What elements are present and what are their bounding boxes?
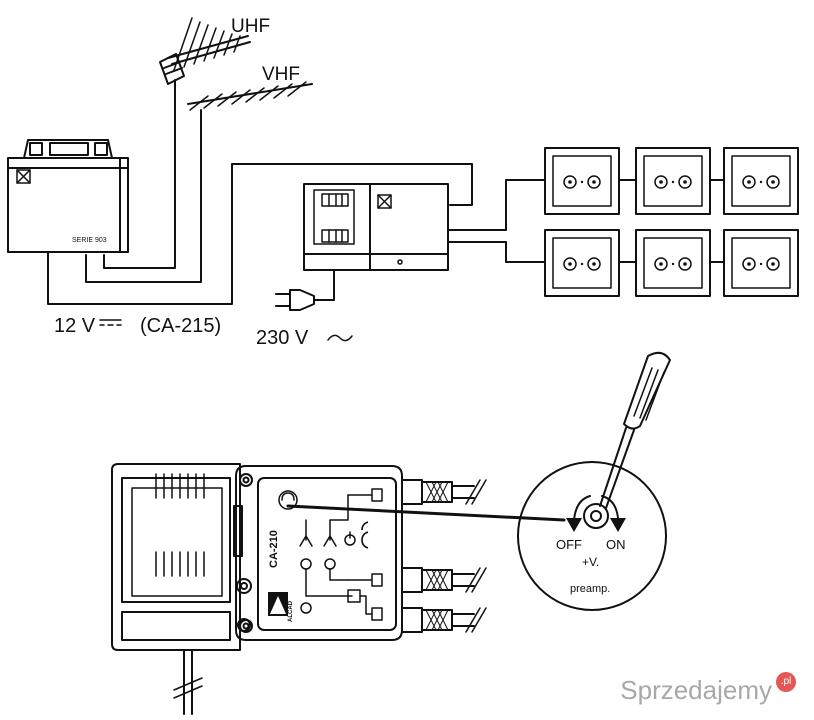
ca210-label: CA-210 (268, 530, 280, 568)
preamp-label: preamp. (570, 583, 610, 595)
watermark-text: Sprzedajemy (620, 675, 772, 705)
preamp-switch-detail (517, 461, 667, 611)
ce-mark-icon (361, 521, 369, 549)
alcad-logo-icon (268, 592, 288, 616)
outlet-row-2 (544, 229, 799, 297)
power-12v-label: 12 V (54, 315, 96, 337)
ca215-label: (CA-215) (140, 315, 221, 337)
ca-210-module (235, 465, 403, 641)
uhf-antenna (159, 17, 251, 85)
power-230v-label: 230 V (256, 327, 309, 349)
alcad-label: ALCAD (288, 600, 294, 622)
distribution-unit (303, 183, 449, 271)
plus-v-label: +V. (582, 555, 599, 569)
outlet-row-1 (544, 147, 799, 215)
mounting-enclosure (111, 463, 252, 651)
watermark: Sprzedajemy .pl (620, 671, 796, 706)
uhf-label: UHF (231, 16, 270, 37)
vhf-antenna (187, 81, 313, 111)
vhf-label: VHF (262, 64, 300, 85)
watermark-badge: .pl (776, 671, 796, 692)
off-label: OFF (556, 537, 582, 552)
screwdriver (599, 351, 671, 509)
power-plug (275, 289, 315, 311)
amplifier-serie-903 (7, 139, 129, 253)
serie-label: SERIE 903 (72, 237, 107, 244)
on-label: ON (606, 537, 626, 552)
coax-connectors (401, 479, 487, 633)
knurled-nuts (425, 481, 449, 631)
